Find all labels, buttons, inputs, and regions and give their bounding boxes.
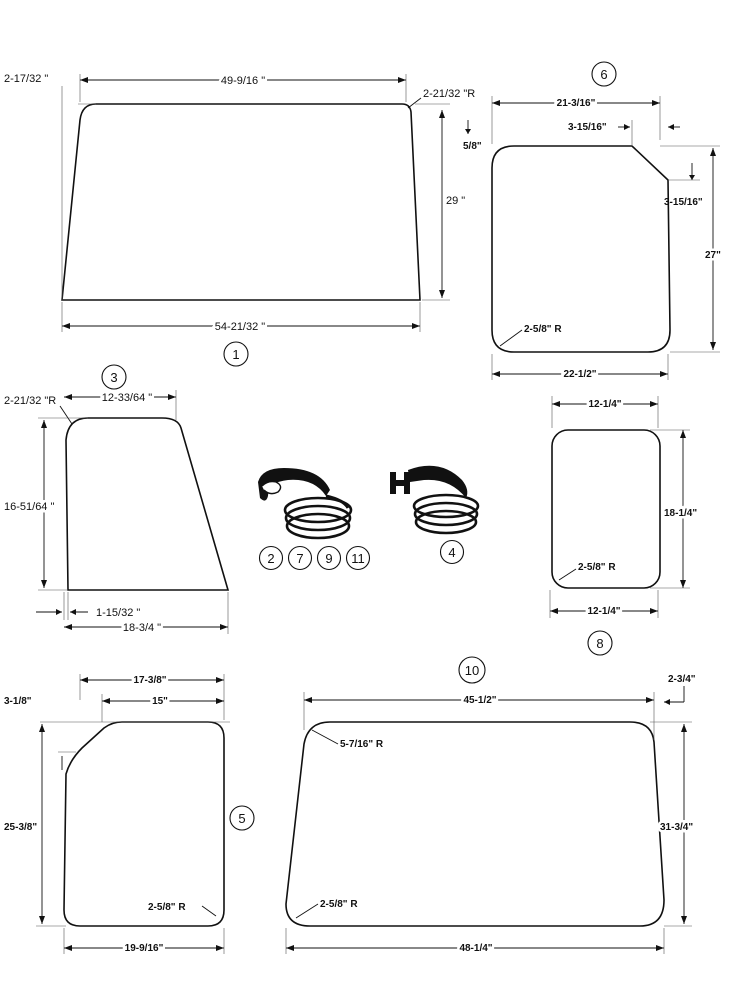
panel-5-height: 25-3/8" xyxy=(4,822,37,833)
panel-3-top-width: 12-33/64 " xyxy=(102,392,152,404)
panel-10-radius-bottom: 2-5/8" R xyxy=(320,899,358,910)
panel-5: 17-3/8" 15" 3-1/8" 25-3/8" 5 2-5/8" R 19… xyxy=(2,673,255,957)
panel-5-outer-width: 17-3/8" xyxy=(133,675,166,686)
callout-10-label: 10 xyxy=(465,663,479,678)
panel-6-radius: 2-5/8" R xyxy=(524,324,562,335)
panel-1-radius: 2-21/32 "R xyxy=(423,88,475,100)
panel-10-top-width: 45-1/2" xyxy=(463,695,496,706)
panel-3-height: 16-51/64 " xyxy=(4,501,54,513)
panel-6-corner-height: 3-15/16" xyxy=(664,197,703,208)
panel-8-radius: 2-5/8" R xyxy=(578,562,616,573)
panel-1: 49-9/16 " 2-17/32 " 2-21/32 "R 29 " 54-2… xyxy=(4,73,475,367)
callout-6 xyxy=(591,61,617,87)
callout-5 xyxy=(229,805,255,831)
panel-10-offset: 2-3/4" xyxy=(668,674,696,685)
panel-6-glass xyxy=(491,145,671,353)
panel-6: 6 21-3/16" 3-15/16" 5/8" 3-15/16" 27" 2-… xyxy=(463,61,724,383)
panel-6-corner-width: 3-15/16" xyxy=(568,122,607,133)
callout-9: 9 xyxy=(325,551,332,566)
panel-10-height: 31-3/4" xyxy=(660,822,693,833)
panel-1-top-width: 49-9/16 " xyxy=(221,75,265,87)
callout-4-label: 4 xyxy=(448,545,455,560)
callout-5-label: 5 xyxy=(238,811,245,826)
callout-11: 11 xyxy=(351,551,365,566)
panel-5-glass xyxy=(63,721,225,927)
callout-8-label: 8 xyxy=(596,636,603,651)
panel-8: 12-1/4" 18-1/4" 2-5/8" R 12-1/4" 8 xyxy=(549,396,700,656)
panel-10: 10 45-1/2" 2-3/4" 5-7/16" R 31-3/4" 2-5/… xyxy=(285,656,696,957)
panel-10-glass xyxy=(285,721,665,927)
panel-10-radius-top: 5-7/16" R xyxy=(340,739,384,750)
panel-8-glass xyxy=(551,429,661,589)
panel-1-bottom-width: 54-21/32 " xyxy=(215,321,265,333)
callout-7: 7 xyxy=(296,551,303,566)
panel-8-top-width: 12-1/4" xyxy=(588,399,621,410)
panel-3: 3 2-21/32 "R 12-33/64 " 16-51/64 " 1-15/… xyxy=(2,364,230,637)
panel-6-top-width: 21-3/16" xyxy=(557,98,596,109)
panel-3-glass xyxy=(65,417,230,591)
panel-8-height: 18-1/4" xyxy=(664,508,697,519)
callout-3-label: 3 xyxy=(110,370,117,385)
panel-5-bottom-width: 19-9/16" xyxy=(125,943,164,954)
panel-6-bottom-width: 22-1/2" xyxy=(563,369,596,380)
panel-5-radius: 2-5/8" R xyxy=(148,902,186,913)
panel-1-height: 29 " xyxy=(446,195,465,207)
panel-6-height: 27" xyxy=(705,250,721,261)
panel-8-bottom-width: 12-1/4" xyxy=(587,606,620,617)
panel-1-offset: 2-17/32 " xyxy=(4,73,48,85)
gasket-left-drawing xyxy=(258,468,330,501)
panel-5-offset: 3-1/8" xyxy=(4,696,32,707)
callout-1 xyxy=(223,341,249,367)
callout-8 xyxy=(587,630,613,656)
panel-3-radius: 2-21/32 "R xyxy=(4,395,56,407)
gasket-left xyxy=(258,468,353,540)
gasket-left-callouts: 2 7 9 11 xyxy=(258,545,371,571)
panel-1-glass xyxy=(61,103,421,301)
gasket-right xyxy=(390,465,480,535)
gasket-right-drawing xyxy=(390,472,410,494)
callout-10 xyxy=(458,656,486,684)
callout-4 xyxy=(439,539,465,565)
callout-3 xyxy=(101,364,127,390)
panel-5-top-width: 15" xyxy=(152,696,168,707)
callout-6-label: 6 xyxy=(600,67,607,82)
panel-6-offset: 5/8" xyxy=(463,141,482,152)
callout-1-label: 1 xyxy=(232,347,239,362)
panel-3-offset: 1-15/32 " xyxy=(96,607,140,619)
panel-3-bottom-width: 18-3/4 " xyxy=(123,622,161,634)
panel-10-bottom-width: 48-1/4" xyxy=(459,943,492,954)
callout-2: 2 xyxy=(267,551,274,566)
